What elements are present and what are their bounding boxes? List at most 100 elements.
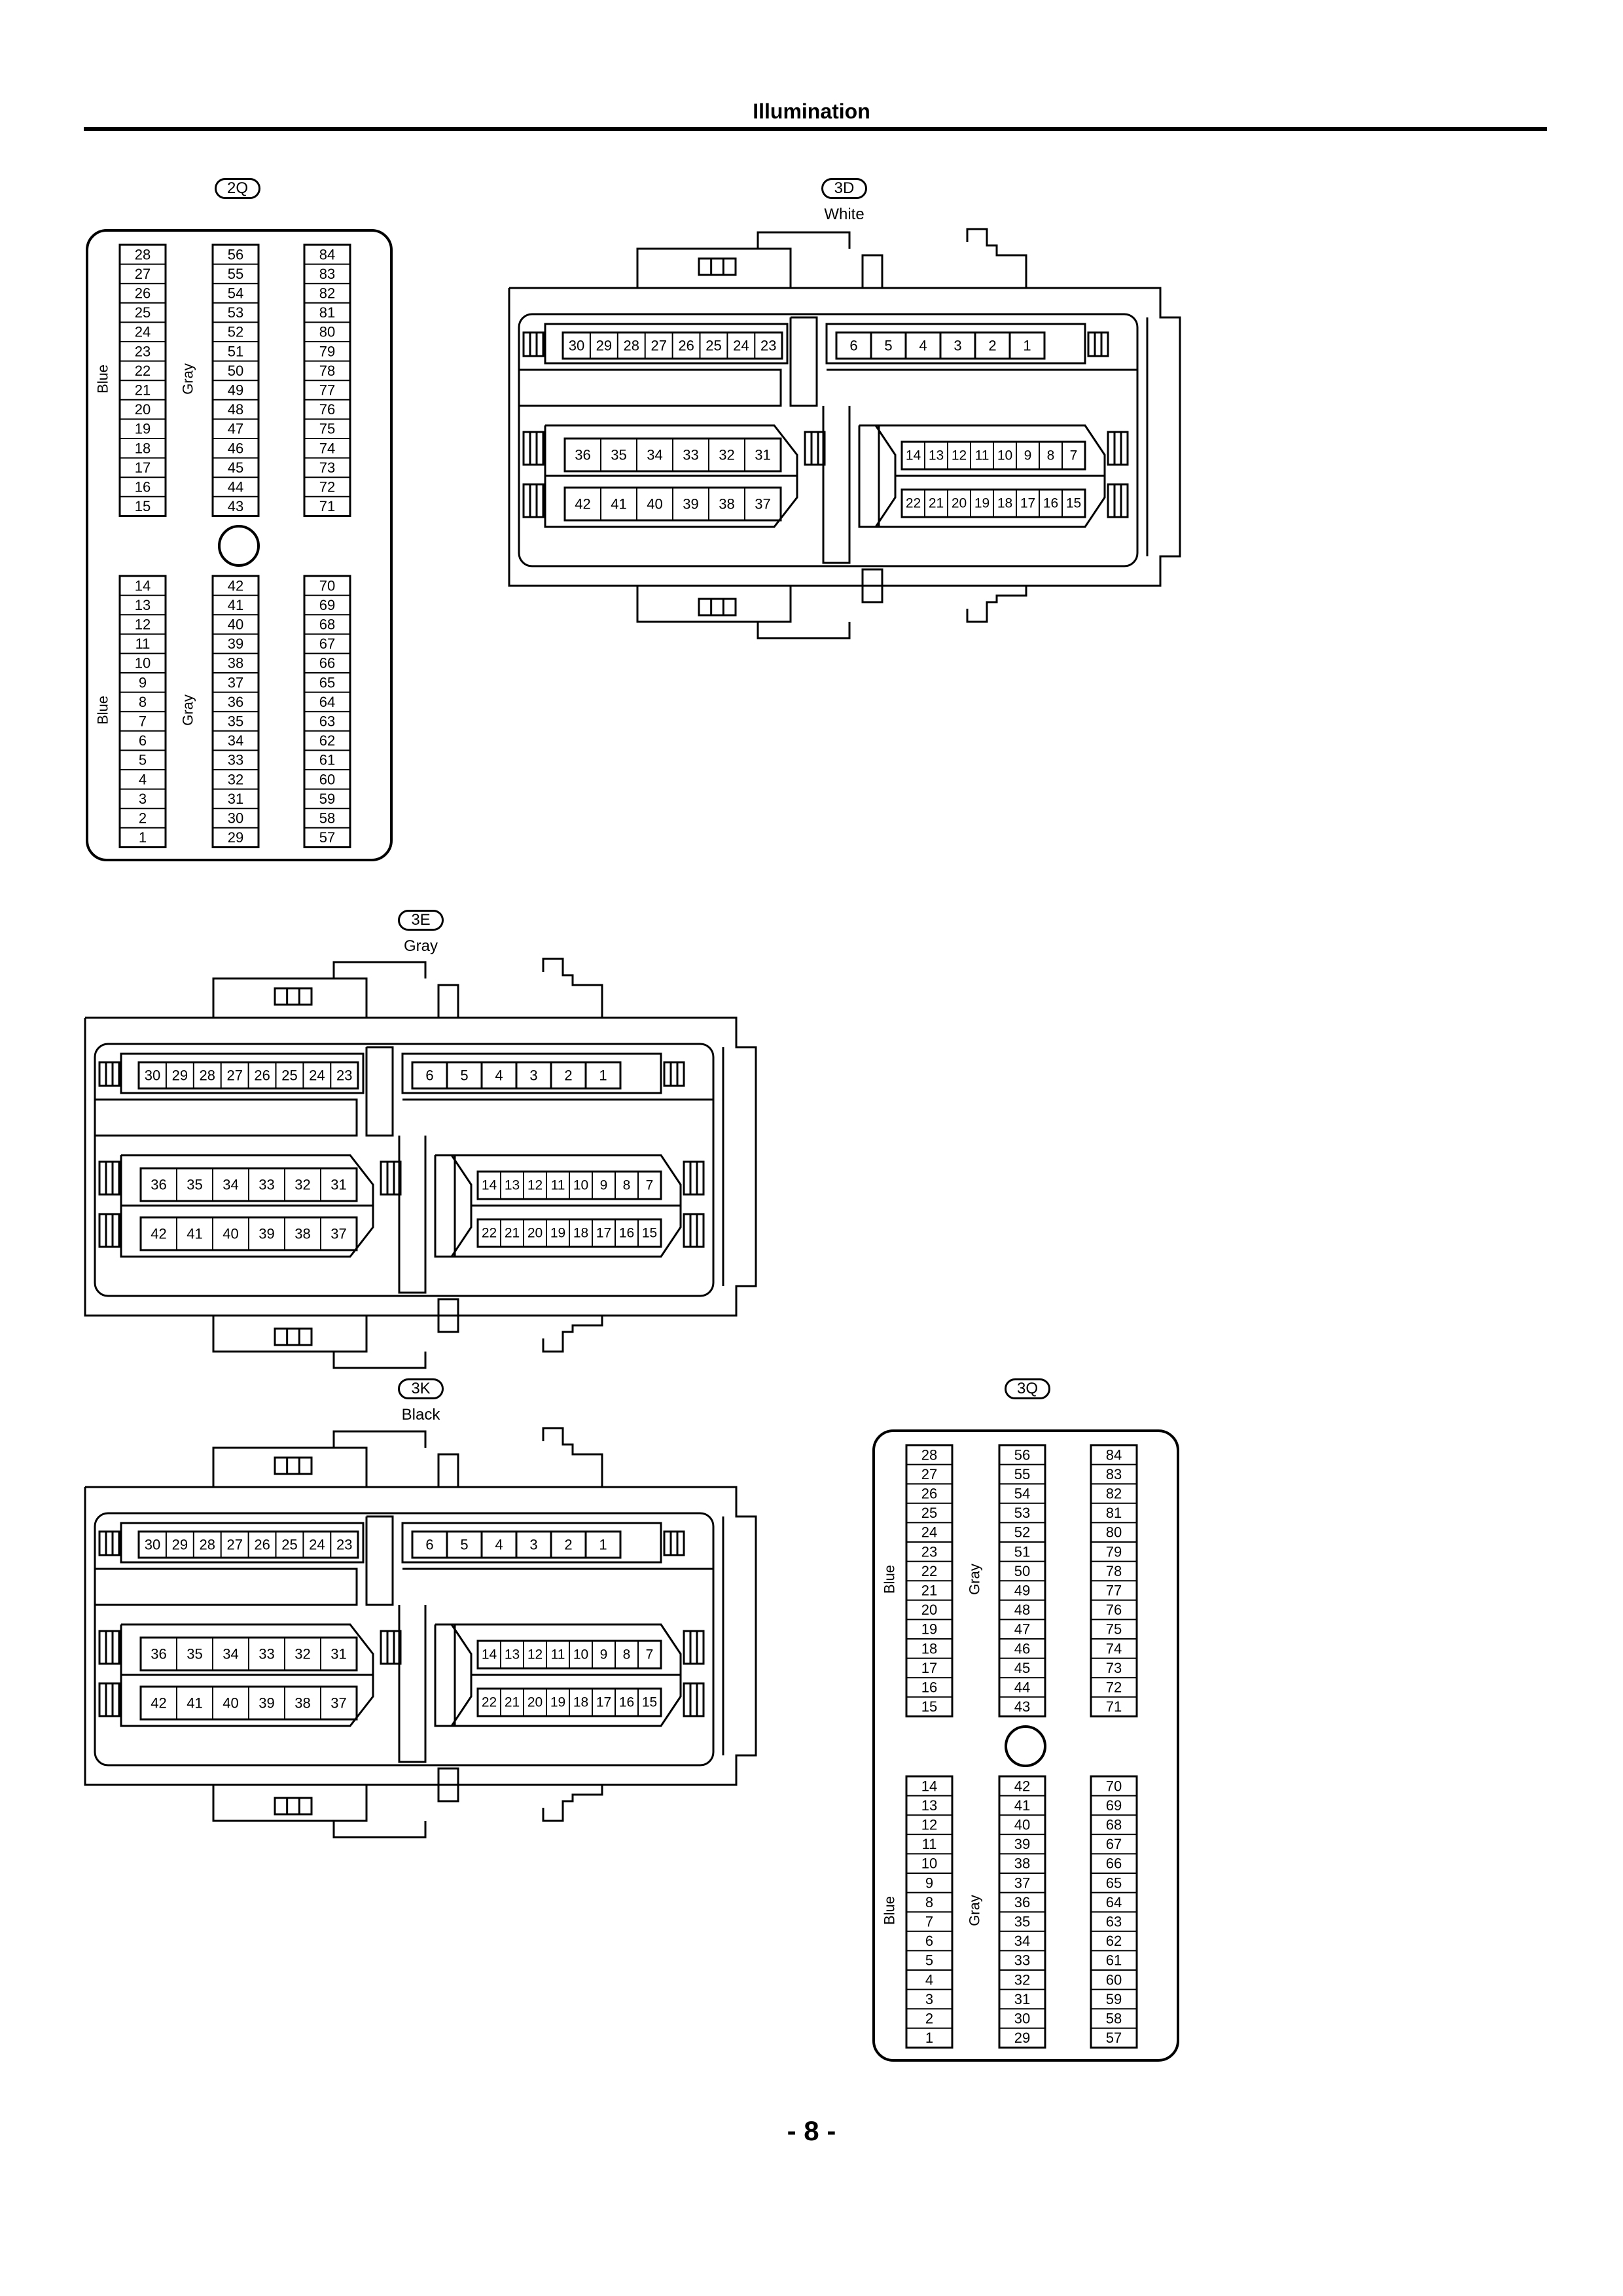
pin-number: 81 bbox=[319, 304, 335, 321]
pin-number: 3 bbox=[925, 1991, 933, 2007]
pin-number: 39 bbox=[683, 496, 698, 512]
pin-number: 21 bbox=[921, 1583, 937, 1599]
pin-number: 2 bbox=[139, 810, 147, 827]
pin-number: 36 bbox=[151, 1646, 166, 1662]
page-number: - 8 - bbox=[787, 2115, 836, 2146]
pin-number: 5 bbox=[139, 752, 147, 768]
pin-cell bbox=[584, 1061, 622, 1090]
housing-bottom-tab bbox=[212, 1785, 368, 1822]
pin-number: 19 bbox=[135, 421, 151, 437]
pin-number: 37 bbox=[330, 1695, 346, 1712]
pin-number: 40 bbox=[1014, 1817, 1030, 1833]
pin-number: 14 bbox=[135, 577, 151, 594]
center-key bbox=[861, 254, 883, 289]
connector-c3q: 2827262524232221201918171615565554535251… bbox=[872, 1429, 1179, 2062]
pin-number: 16 bbox=[135, 479, 151, 495]
pin-number: 58 bbox=[1106, 2011, 1122, 2027]
pin-number: 40 bbox=[223, 1695, 238, 1712]
pin-number: 19 bbox=[974, 496, 990, 511]
pin-number: 81 bbox=[1106, 1505, 1122, 1521]
cavity-tr bbox=[825, 323, 1086, 365]
pin-number: 65 bbox=[1106, 1874, 1122, 1891]
pin-number: 51 bbox=[228, 343, 243, 359]
pin-number: 25 bbox=[281, 1067, 297, 1084]
pin-number: 67 bbox=[319, 636, 335, 652]
latch-clip bbox=[522, 431, 544, 466]
cavity-tl bbox=[120, 1522, 365, 1564]
center-key bbox=[437, 1298, 459, 1333]
pin-number: 68 bbox=[319, 617, 335, 633]
latch-clip bbox=[274, 987, 313, 1006]
wire-color-label: Gray bbox=[967, 1564, 983, 1595]
pin-number: 38 bbox=[719, 496, 734, 512]
pin-number: 22 bbox=[482, 1226, 497, 1241]
pin-number: 26 bbox=[678, 338, 694, 354]
locating-hole bbox=[1005, 1725, 1046, 1767]
pin-number: 24 bbox=[135, 324, 151, 340]
pin-number: 31 bbox=[330, 1646, 346, 1662]
pin-number: 73 bbox=[319, 459, 335, 476]
housing-bottom-tab bbox=[212, 1316, 368, 1353]
pin-number: 12 bbox=[952, 448, 967, 463]
housing-bottom-key bbox=[332, 1352, 427, 1369]
housing-body bbox=[508, 287, 1181, 587]
channel-left bbox=[95, 1568, 358, 1606]
pin-number: 20 bbox=[527, 1226, 543, 1241]
housing-top-tab bbox=[212, 977, 368, 1018]
pin-number: 21 bbox=[929, 496, 944, 511]
pin-number: 42 bbox=[1014, 1778, 1030, 1794]
cavity-right-wall bbox=[434, 1154, 456, 1258]
housing-bottom-key bbox=[332, 1821, 427, 1839]
pin-number: 18 bbox=[135, 440, 151, 456]
pin-number: 30 bbox=[1014, 2011, 1030, 2027]
pin-number: 23 bbox=[336, 1537, 352, 1553]
pin-number: 84 bbox=[1106, 1446, 1122, 1463]
pin-number: 28 bbox=[624, 338, 639, 354]
pin-number: 54 bbox=[228, 285, 243, 302]
pin-number: 8 bbox=[623, 1647, 631, 1662]
pin-number: 29 bbox=[596, 338, 612, 354]
pin-number: 30 bbox=[145, 1537, 160, 1553]
pin-number: 80 bbox=[319, 324, 335, 340]
pin-number: 33 bbox=[259, 1177, 274, 1193]
latch-clip bbox=[98, 1530, 120, 1556]
connector-tag-3e: 3E bbox=[398, 910, 444, 931]
pin-number: 73 bbox=[1106, 1660, 1122, 1676]
latch-clip bbox=[663, 1061, 685, 1087]
pin-number: 72 bbox=[1106, 1679, 1122, 1696]
pin-number: 5 bbox=[460, 1067, 468, 1084]
pin-number: 24 bbox=[309, 1537, 325, 1553]
pin-number: 32 bbox=[719, 447, 734, 463]
center-key bbox=[861, 568, 883, 603]
pin-number: 32 bbox=[1014, 1971, 1030, 1988]
pin-number: 76 bbox=[319, 401, 335, 418]
latch-clip bbox=[380, 1160, 402, 1196]
pin-number: 18 bbox=[997, 496, 1012, 511]
header-rule bbox=[84, 127, 1547, 131]
pin-number: 24 bbox=[921, 1524, 937, 1541]
cavity-right bbox=[450, 1623, 682, 1727]
connector-tag-3k: 3K bbox=[398, 1378, 444, 1399]
cavity-left bbox=[544, 424, 798, 528]
channel-center bbox=[365, 1046, 394, 1137]
pin-number: 39 bbox=[1014, 1836, 1030, 1852]
pin-number: 17 bbox=[596, 1226, 611, 1241]
pin-number: 17 bbox=[1020, 496, 1035, 511]
pin-number: 37 bbox=[755, 496, 770, 512]
pin-number: 4 bbox=[925, 1971, 933, 1988]
pin-number: 41 bbox=[187, 1695, 202, 1712]
housing-top-tab bbox=[212, 1446, 368, 1487]
inner-frame bbox=[94, 1043, 715, 1297]
pin-number: 16 bbox=[1043, 496, 1058, 511]
pin-cell bbox=[584, 1530, 622, 1559]
pin-number: 67 bbox=[1106, 1836, 1122, 1852]
housing-right-bottom-step bbox=[542, 1785, 603, 1822]
pin-number: 19 bbox=[550, 1695, 565, 1710]
pin-number: 22 bbox=[482, 1695, 497, 1710]
pin-number: 32 bbox=[294, 1646, 310, 1662]
channel-right-vertical bbox=[398, 1136, 427, 1294]
pin-number: 52 bbox=[228, 324, 243, 340]
pin-number: 18 bbox=[573, 1226, 588, 1241]
pin-number: 31 bbox=[755, 447, 770, 463]
pin-number: 69 bbox=[319, 597, 335, 613]
